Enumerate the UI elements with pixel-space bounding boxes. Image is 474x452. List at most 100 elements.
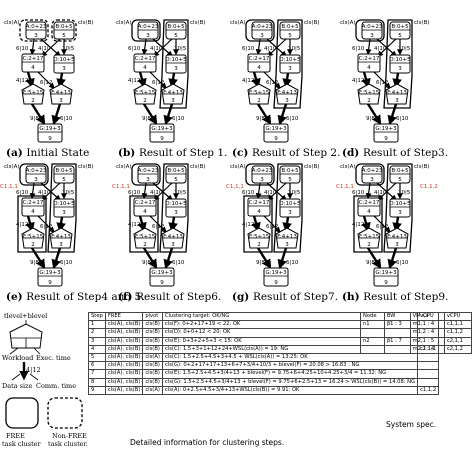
node-b-label: B:0+5 xyxy=(391,168,409,174)
table-cell: cls(A), cls(B) xyxy=(104,328,144,338)
node-g-label: G:19+3 xyxy=(265,270,287,276)
node-b-label: B:0+5 xyxy=(55,168,73,174)
node-f-label: F:4+13 xyxy=(277,234,297,240)
node-b-time: 5 xyxy=(62,177,66,183)
node-a-label: A:0+23 xyxy=(252,24,273,30)
edge-label: 9|8 xyxy=(366,116,375,122)
table-cell: cls(B) xyxy=(142,328,163,338)
panel-h: A:0+233B:0+55C:2+174D:10+53E:5+152F:4+13… xyxy=(336,163,448,303)
node-b-time: 5 xyxy=(62,33,66,39)
node-e-label: E:5+15 xyxy=(23,90,44,96)
node-f-time: 3 xyxy=(59,242,63,248)
node-f-label: F:4+13 xyxy=(163,90,183,96)
cls-a-label: cls(A) xyxy=(230,164,245,170)
edge-label: 4|10 xyxy=(264,190,277,196)
node-c-time: 4 xyxy=(257,209,261,215)
table-cell: m2,1 : 5 xyxy=(409,336,445,346)
table-cell: cls(A): 0+2.5+4.5+3/4+13+WSL(cls(B)) = 9… xyxy=(161,385,419,396)
table-cell: cls(A), cls(B) xyxy=(104,385,144,396)
edge-label: 6|12 xyxy=(152,80,164,86)
edge-label: 4|10 xyxy=(38,190,51,196)
node-f-time: 3 xyxy=(395,98,399,104)
table-cell: m2,2 : 4 xyxy=(409,344,445,355)
table-cell xyxy=(417,353,440,363)
svg-text:task cluster.: task cluster. xyxy=(48,440,88,448)
table-cell: c1,1,2 xyxy=(417,385,440,396)
node-a-time: 3 xyxy=(146,177,150,183)
node-d-time: 3 xyxy=(398,66,402,72)
legend-tlevel: tlevel+blevel xyxy=(4,312,47,320)
table-cell: cls(B) xyxy=(142,369,163,379)
edge-label: 9|8 xyxy=(256,260,265,266)
table-cell: cls(B) xyxy=(142,320,163,330)
panel-caption: (d) Result of Step3. xyxy=(342,147,448,159)
edge-label: 6|10 xyxy=(16,190,29,196)
table-cell: 7 xyxy=(88,369,106,379)
node-a-time: 3 xyxy=(370,177,374,183)
node-e-time: 2 xyxy=(31,242,35,248)
node-d-time: 3 xyxy=(288,66,292,72)
table-cell: m1,2 : 4 xyxy=(409,328,445,338)
node-g-label: G:19+3 xyxy=(265,126,287,132)
node-g-label: G:19+3 xyxy=(375,126,397,132)
node-f-time: 3 xyxy=(285,242,289,248)
edge-label: 4|12 xyxy=(128,78,140,84)
node-f-time: 3 xyxy=(59,98,63,104)
edge-label: 6|10 xyxy=(242,190,255,196)
table-cell: m1,1 : 4 xyxy=(409,320,445,330)
cls-b-label: cls(B) xyxy=(190,164,205,170)
node-g-time: 9 xyxy=(384,136,388,142)
node-b-time: 5 xyxy=(288,33,292,39)
panel-caption: (h) Result of Step9. xyxy=(342,291,448,303)
node-f-label: F:4+13 xyxy=(387,234,407,240)
edge-label: 4|12 xyxy=(16,222,28,228)
table-cell: cls(A), cls(B) xyxy=(104,353,144,363)
node-b-time: 5 xyxy=(288,177,292,183)
node-b-label: B:0+5 xyxy=(281,168,299,174)
cls-b-label: cls(B) xyxy=(78,20,93,26)
legend-comm-time: Comm. time xyxy=(36,382,76,390)
edge-label: 9|8 xyxy=(30,260,39,266)
edge-label: 6|10 xyxy=(396,260,409,266)
node-e-time: 2 xyxy=(367,98,371,104)
table-cell: cls(G): 1.5+2.5+4.5+3/4+13 + blevel(F) =… xyxy=(161,377,419,387)
edge-label: 9|8 xyxy=(30,116,39,122)
node-a-time: 3 xyxy=(370,33,374,39)
node-c-label: C:2+17 xyxy=(359,56,380,62)
node-f-time: 3 xyxy=(171,98,175,104)
edge-label: 6|10 xyxy=(128,190,141,196)
table-cell: cls(B) xyxy=(142,377,163,387)
table-cell: 4 xyxy=(88,344,106,355)
node-b-time: 5 xyxy=(174,177,178,183)
table-cell: n2 xyxy=(360,336,385,346)
edge-label: 4|10 xyxy=(264,46,277,52)
node-e-time: 2 xyxy=(143,98,147,104)
panel-caption: (f) Result of Step6. xyxy=(118,291,221,303)
table-cell xyxy=(417,377,440,387)
table-cell: β1 : 3 xyxy=(383,320,411,330)
table-cell xyxy=(417,361,440,371)
node-c-time: 4 xyxy=(367,65,371,71)
nonfree-cluster-icon xyxy=(47,397,83,429)
edge-label: 6|12 xyxy=(266,224,278,230)
svg-text:4|12: 4|12 xyxy=(26,366,41,374)
cls-b-label: cls(B) xyxy=(304,164,319,170)
node-c-time: 4 xyxy=(31,209,35,215)
node-d-label: D:10+5 xyxy=(389,57,411,63)
edge-label: 6|10 xyxy=(60,260,73,266)
table-cell: cls(E): 1.5+2.5+4.5+3/4+13 + blevel(F) =… xyxy=(161,369,419,379)
node-d-time: 3 xyxy=(174,210,178,216)
edge-label: 6|10 xyxy=(172,116,185,122)
table-header: pivot xyxy=(142,311,163,322)
edge-label: 10|5 xyxy=(398,190,411,196)
edge-label: 4|10 xyxy=(150,46,163,52)
node-b-label: B:0+5 xyxy=(55,24,73,30)
node-b-label: B:0+5 xyxy=(281,24,299,30)
edge-label: 9|8 xyxy=(142,260,151,266)
edge-label: 10|5 xyxy=(288,46,301,52)
table-header: VM i,a xyxy=(409,311,445,322)
panel-d: A:0+233B:0+55C:2+174D:10+53E:5+152F:4+13… xyxy=(340,19,448,159)
